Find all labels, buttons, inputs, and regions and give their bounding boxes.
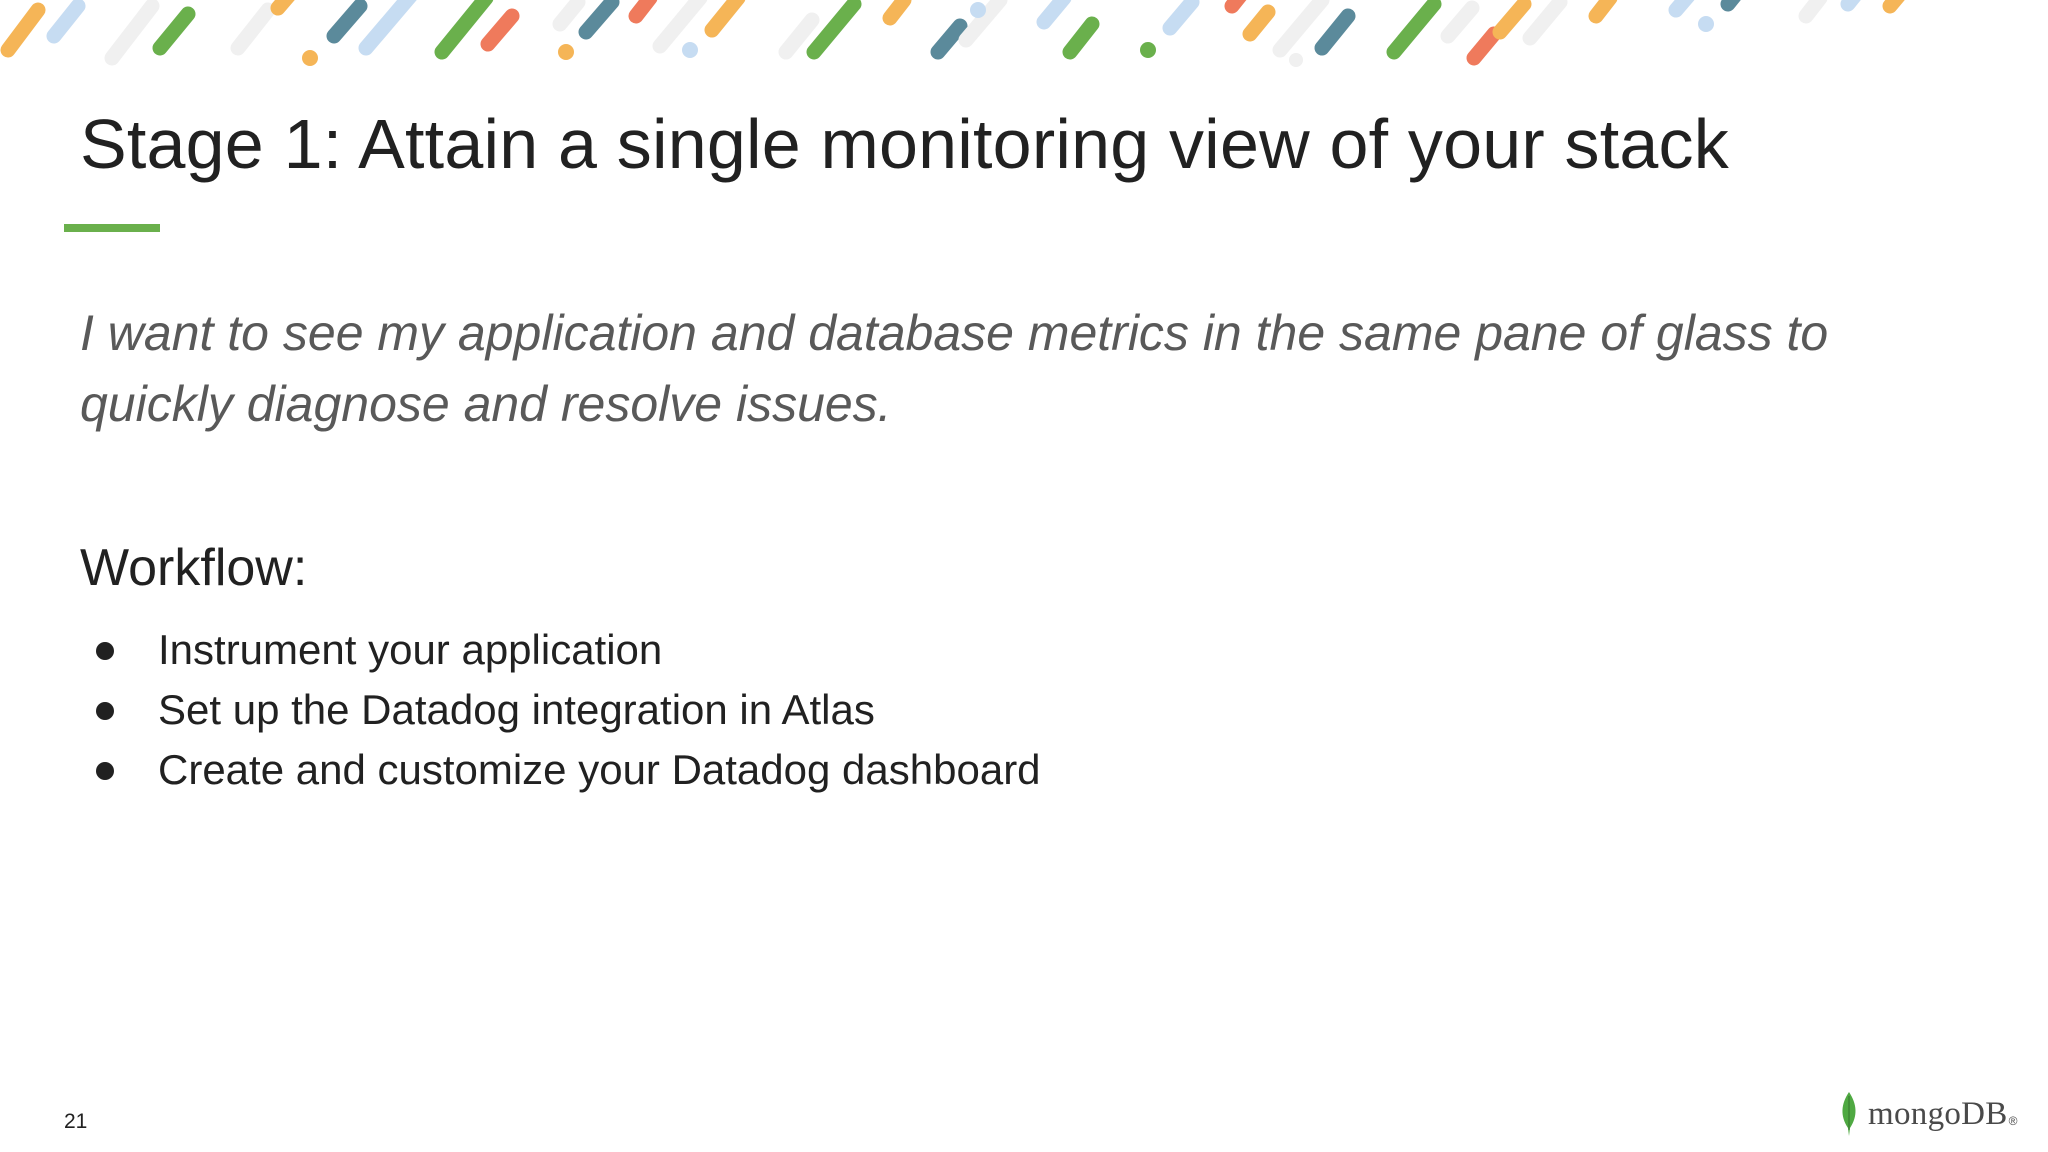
mongodb-leaf-icon <box>1842 1092 1856 1136</box>
registered-mark: ® <box>2008 1114 2018 1128</box>
workflow-item-text: Instrument your application <box>158 626 663 673</box>
workflow-list: Instrument your application Set up the D… <box>80 620 1041 800</box>
bullet-icon <box>96 642 114 660</box>
slide-title: Stage 1: Attain a single monitoring view… <box>80 105 1729 183</box>
workflow-item: Create and customize your Datadog dashbo… <box>80 740 1041 800</box>
bullet-icon <box>96 762 114 780</box>
workflow-item: Set up the Datadog integration in Atlas <box>80 680 1041 740</box>
decorative-stripe-banner <box>0 0 1905 67</box>
workflow-heading: Workflow: <box>80 539 308 597</box>
title-accent-underline <box>64 224 160 232</box>
user-story-quote: I want to see my application and databas… <box>80 305 1829 432</box>
workflow-item-text: Create and customize your Datadog dashbo… <box>158 746 1041 793</box>
mongodb-wordmark: mongoDB <box>1868 1095 2008 1132</box>
page-number: 21 <box>64 1110 88 1133</box>
mongodb-logo: mongoDB ® <box>1838 1090 2017 1138</box>
workflow-item: Instrument your application <box>80 620 1041 680</box>
bullet-icon <box>96 702 114 720</box>
workflow-item-text: Set up the Datadog integration in Atlas <box>158 686 875 733</box>
